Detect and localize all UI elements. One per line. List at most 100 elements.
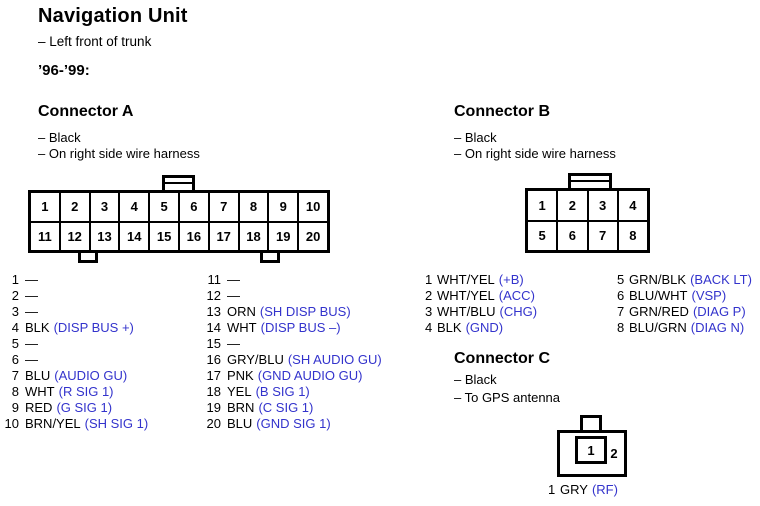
wire-color: BLU/GRN	[629, 320, 687, 335]
signal-name: (G SIG 1)	[56, 400, 113, 415]
signal-name: (AUDIO GU)	[54, 368, 128, 383]
connector-a-cell-19: 19	[269, 222, 298, 250]
pin-number: 1	[425, 272, 433, 287]
pin-number: 3	[11, 304, 19, 319]
pin-number: 19	[206, 400, 221, 415]
pin-number: 10	[4, 416, 19, 431]
pin-number: 5	[617, 272, 625, 287]
wire-color: —	[25, 304, 38, 319]
wire-color: WHT/YEL	[437, 272, 495, 287]
wire-color: BLK	[437, 320, 462, 335]
connector-a-cell-2: 2	[60, 193, 89, 221]
wire-color: WHT/BLU	[437, 304, 496, 319]
connector-a-cell-17: 17	[209, 222, 238, 250]
wire-color: YEL	[227, 384, 252, 399]
connector-a-bottom-tab-right	[260, 253, 280, 263]
pin-number: 11	[207, 272, 222, 287]
pin-row-a11: 11 —	[206, 272, 382, 288]
connector-a-cell-14: 14	[120, 222, 149, 250]
pin-number: 18	[206, 384, 221, 399]
wire-color: —	[25, 272, 38, 287]
pin-row-a12: 12—	[206, 288, 382, 304]
pin-number: 12	[206, 288, 221, 303]
pin-number: 15	[206, 336, 221, 351]
signal-name: (SH AUDIO GU)	[287, 352, 382, 367]
connector-a-cell-10: 10	[299, 193, 327, 221]
signal-name: (DISP BUS +)	[53, 320, 134, 335]
signal-name: (DISP BUS –)	[260, 320, 341, 335]
connector-a-cell-13: 13	[90, 222, 119, 250]
wire-color: RED	[25, 400, 53, 415]
connector-a-cell-8: 8	[239, 193, 268, 221]
pin-row-a5: 5—	[4, 336, 148, 352]
signal-name: (C SIG 1)	[258, 400, 314, 415]
connector-a-pin-grid: 1 2 3 4 5 6 7 8 9 10 11 12 13 14 15 16 1…	[28, 190, 330, 253]
connector-b-cell-4: 4	[618, 191, 647, 220]
connector-b-note-location: – On right side wire harness	[454, 146, 616, 161]
wire-color: —	[25, 288, 38, 303]
pin-number: 1	[548, 482, 556, 497]
pin-number: 16	[206, 352, 221, 367]
signal-name: (SH SIG 1)	[84, 416, 149, 431]
signal-name: (B SIG 1)	[255, 384, 310, 399]
signal-name: (DIAG N)	[690, 320, 745, 335]
pin-number: 8	[11, 384, 19, 399]
wire-color: BLU	[227, 416, 253, 431]
pin-row-a2: 2—	[4, 288, 148, 304]
connector-a-cell-4: 4	[120, 193, 149, 221]
connector-a-top-tab	[162, 175, 195, 190]
connector-a-cell-9: 9	[269, 193, 298, 221]
wire-color: PNK	[227, 368, 254, 383]
connector-c-note-color: – Black	[454, 372, 497, 387]
pin-number: 13	[206, 304, 221, 319]
pin-number: 7	[617, 304, 625, 319]
pin-number: 7	[11, 368, 19, 383]
signal-name: (DIAG P)	[692, 304, 746, 319]
pin-number: 3	[425, 304, 433, 319]
connector-a-cell-1: 1	[31, 193, 59, 221]
connector-b-pin-grid: 1 2 3 4 5 6 7 8	[525, 188, 650, 253]
signal-name: (GND)	[465, 320, 504, 335]
pin-row-a10: 10 BRN/YEL(SH SIG 1)	[4, 416, 149, 432]
connector-c-cell-1: 1	[575, 436, 607, 464]
pin-number: 14	[206, 320, 221, 335]
wire-color: —	[25, 352, 38, 367]
connector-a-cell-5: 5	[150, 193, 178, 221]
connector-c-top-tab	[580, 415, 602, 430]
connector-a-cell-18: 18	[239, 222, 268, 250]
connector-a-note-location: – On right side wire harness	[38, 146, 200, 161]
wire-color: BRN/YEL	[25, 416, 81, 431]
pin-number: 17	[206, 368, 221, 383]
signal-name: (RF)	[591, 482, 618, 497]
pin-row-a1: 1—	[4, 272, 148, 288]
connector-c-body: 1 2	[557, 430, 627, 477]
connector-b-note-color: – Black	[454, 130, 497, 145]
wire-color: —	[227, 272, 240, 287]
connector-b-cell-2: 2	[558, 191, 587, 220]
tab-notch-line	[571, 180, 609, 182]
wire-color: WHT/YEL	[437, 288, 495, 303]
years-label: ’96-’99:	[38, 62, 90, 79]
connector-b-cell-5: 5	[528, 221, 557, 250]
pin-number: 5	[11, 336, 19, 351]
connector-b-title: Connector B	[454, 103, 550, 120]
connector-b-cell-6: 6	[558, 221, 587, 250]
